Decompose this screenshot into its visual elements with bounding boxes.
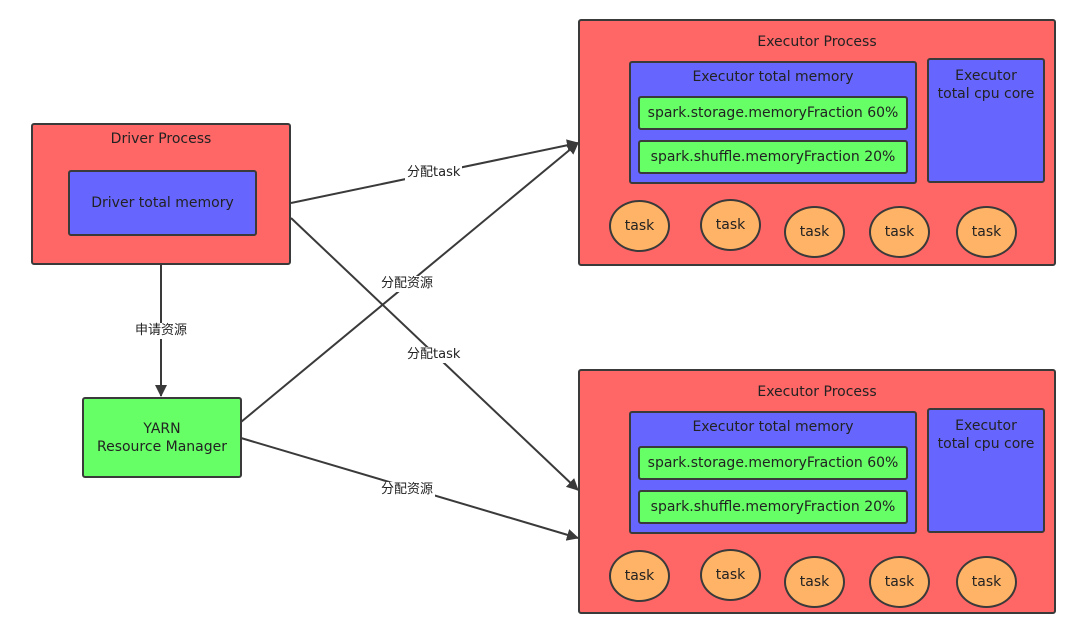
task: task bbox=[869, 556, 930, 608]
driver-process: Driver Process Driver total memory bbox=[31, 123, 291, 265]
task: task bbox=[700, 199, 761, 251]
executor-process-title: Executor Process bbox=[757, 384, 877, 400]
executor-cpu-label: Executor bbox=[955, 418, 1017, 434]
shuffle-memory-fraction: spark.shuffle.memoryFraction 20% bbox=[638, 490, 908, 524]
edge-label-assign-task-1: 分配task bbox=[405, 165, 463, 181]
total-cpu-core-label: total cpu core bbox=[937, 86, 1035, 102]
executor-total-memory: Executor total memory spark.storage.memo… bbox=[629, 411, 917, 534]
edge-label-assign-resource-1: 分配资源 bbox=[379, 276, 436, 292]
executor-total-cpu-core: Executor total cpu core bbox=[927, 408, 1045, 533]
driver-total-memory-label: Driver total memory bbox=[91, 195, 234, 211]
edge-label-assign-resource-2: 分配资源 bbox=[379, 482, 436, 498]
edge-label-apply-resource: 申请资源 bbox=[133, 323, 190, 339]
task: task bbox=[956, 206, 1017, 258]
task: task bbox=[784, 206, 845, 258]
executor-process-1: Executor Process Executor total memory s… bbox=[578, 19, 1056, 266]
resource-manager-label: Resource Manager bbox=[96, 438, 228, 455]
executor-total-cpu-core: Executor total cpu core bbox=[927, 58, 1045, 183]
yarn-label: YARN bbox=[143, 420, 181, 437]
driver-process-title: Driver Process bbox=[110, 131, 212, 147]
task: task bbox=[609, 550, 670, 602]
driver-total-memory: Driver total memory bbox=[68, 170, 257, 236]
shuffle-memory-fraction: spark.shuffle.memoryFraction 20% bbox=[638, 140, 908, 174]
total-cpu-core-label: total cpu core bbox=[937, 436, 1035, 452]
edge-label-assign-task-2: 分配task bbox=[405, 347, 463, 363]
task: task bbox=[609, 200, 670, 252]
storage-memory-fraction: spark.storage.memoryFraction 60% bbox=[638, 446, 908, 480]
executor-process-title: Executor Process bbox=[757, 34, 877, 50]
executor-total-memory: Executor total memory spark.storage.memo… bbox=[629, 61, 917, 184]
task: task bbox=[700, 549, 761, 601]
executor-total-memory-title: Executor total memory bbox=[692, 419, 854, 435]
task: task bbox=[784, 556, 845, 608]
yarn-resource-manager: YARN Resource Manager bbox=[82, 397, 242, 478]
task: task bbox=[869, 206, 930, 258]
executor-process-2: Executor Process Executor total memory s… bbox=[578, 369, 1056, 614]
executor-total-memory-title: Executor total memory bbox=[692, 69, 854, 85]
task: task bbox=[956, 556, 1017, 608]
storage-memory-fraction: spark.storage.memoryFraction 60% bbox=[638, 96, 908, 130]
executor-cpu-label: Executor bbox=[955, 68, 1017, 84]
